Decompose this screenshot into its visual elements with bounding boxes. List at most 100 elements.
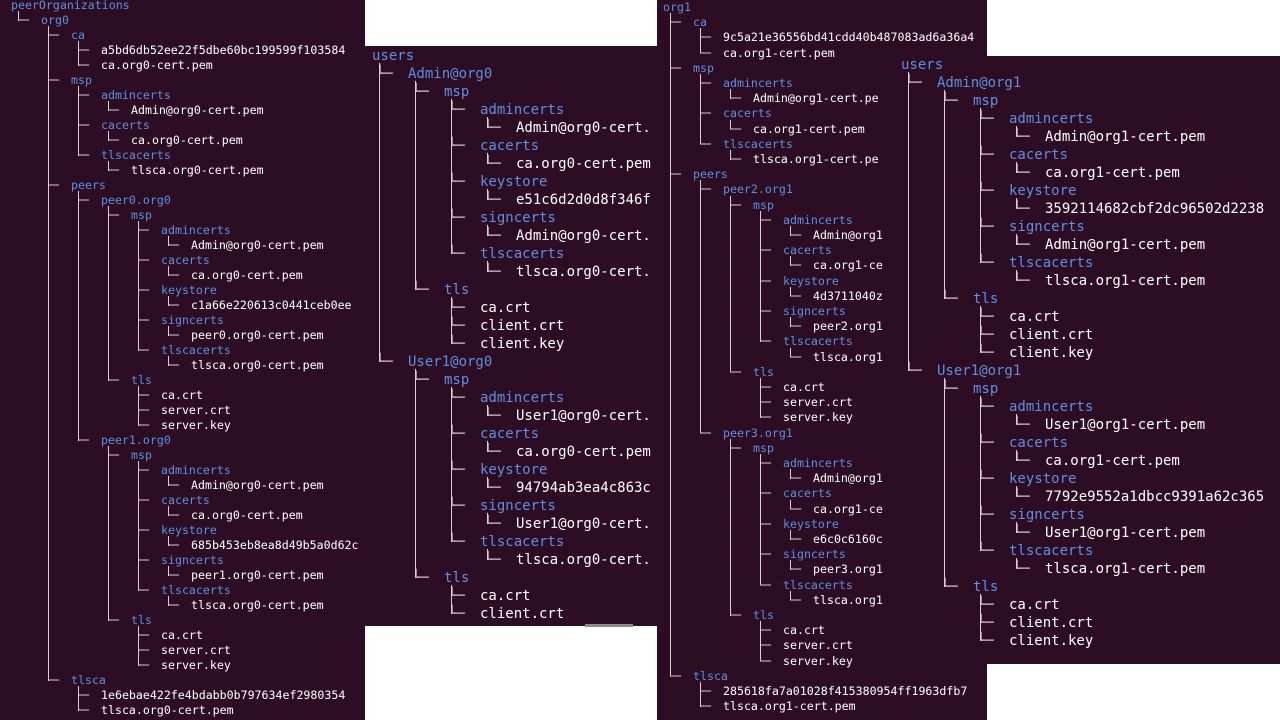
tree-guide-line <box>790 590 791 601</box>
tree-guide-line <box>487 477 488 488</box>
file-name: ca.crt <box>783 623 825 638</box>
tree-guide-line <box>1016 126 1017 137</box>
tree-guide-line <box>760 210 761 342</box>
tree-branch-connector: └─ <box>376 66 402 82</box>
file-name: a5bd6db52ee22f5dbe60bc199599f103584 <box>101 43 346 57</box>
tree-guide-line <box>760 378 761 418</box>
tree-branch-connector: └─ <box>1013 273 1039 289</box>
tree-branch-connector: └─ <box>448 300 474 316</box>
tree-branch-connector: └─ <box>977 255 1003 271</box>
file-name: Admin@org0-cert.pem <box>191 238 324 252</box>
tree-guide-line <box>168 326 169 336</box>
file-name: client.key <box>480 336 565 352</box>
file-name: ca.org0-cert.pem <box>516 156 651 172</box>
tree-guide-line <box>487 153 488 164</box>
tree-guide-line <box>168 356 169 366</box>
directory-name: peer3.org1 <box>723 425 793 440</box>
file-name: server.key <box>161 658 231 672</box>
tree-guide-line <box>790 317 791 327</box>
file-name: Admin@org1-cert.pem <box>1045 237 1206 253</box>
directory-name: keystore <box>480 174 548 190</box>
directory-name: tls <box>131 613 152 627</box>
directory-name: tlscacerts <box>723 136 793 151</box>
directory-name: keystore <box>1009 471 1077 487</box>
tree-guide-line <box>730 195 731 373</box>
directory-name: peers <box>693 167 728 182</box>
directory-name: msp <box>444 84 470 100</box>
file-name: ca.org0-cert.pem <box>516 444 651 460</box>
file-name: client.crt <box>480 606 565 622</box>
tree-guide-line <box>1016 198 1017 209</box>
tree-branch-connector: └─ <box>977 399 1003 415</box>
tree-branch-connector: └─ <box>1013 561 1039 577</box>
tree-branch-connector: └─ <box>941 579 967 595</box>
tree-branch-connector: └─ <box>977 345 1003 361</box>
file-name: c1a66e220613c0441ceb0ee <box>191 298 352 312</box>
directory-name: tlsca <box>71 673 106 687</box>
file-name: e6c0c6160c <box>813 532 883 546</box>
tree-guide-line <box>138 386 139 426</box>
tree-branch-connector: └─ <box>1013 237 1039 253</box>
tree-guide-line <box>730 119 731 130</box>
tree-guide-line <box>1016 486 1017 497</box>
directory-name: signcerts <box>1009 219 1085 235</box>
tree-guide-line <box>168 596 169 606</box>
directory-name: msp <box>131 208 152 222</box>
file-name: client.crt <box>480 318 565 334</box>
tree-guide-line <box>18 11 19 21</box>
file-name: User1@org0-cert. <box>516 516 651 532</box>
directory-name: tlscacerts <box>101 148 171 162</box>
file-name: tlsca.org0-cert. <box>516 264 651 280</box>
directory-name: tlscacerts <box>161 583 231 597</box>
directory-name: peers <box>71 178 106 192</box>
directory-name: msp <box>444 372 470 388</box>
tree-branch-connector: └─ <box>448 102 474 118</box>
tree-guide-line <box>790 347 791 358</box>
directory-name: tls <box>973 291 999 307</box>
file-name: Admin@org1-cert.pe <box>753 91 879 106</box>
file-name: ca.org0-cert.pem <box>131 133 243 147</box>
directory-name: cacerts <box>1009 435 1069 451</box>
tree-guide-line <box>790 530 791 540</box>
tree-guide-line <box>168 236 169 246</box>
tree-branch-connector: └─ <box>1013 129 1039 145</box>
directory-name: signcerts <box>783 304 846 318</box>
tree-guide-line <box>487 513 488 524</box>
directory-name: cacerts <box>161 493 210 507</box>
tree-guide-line <box>730 150 731 160</box>
tree-branch-connector: └─ <box>905 75 931 91</box>
tree-branch-connector: └─ <box>1013 417 1039 433</box>
directory-name: peer2.org1 <box>723 182 793 197</box>
tree-branch-connector: └─ <box>448 426 474 442</box>
tree-guide-line <box>168 476 169 486</box>
directory-name: org1 <box>663 0 691 14</box>
directory-name: cacerts <box>480 426 540 442</box>
tree-guide-line <box>451 99 452 254</box>
tree-guide-line <box>944 378 945 587</box>
tree-guide-line <box>700 74 701 145</box>
file-name: tlsca.org1-cert.pem <box>723 699 856 714</box>
directory-name: ca <box>71 28 85 42</box>
tree-branch-connector: └─ <box>448 498 474 514</box>
tree-guide-line <box>1016 270 1017 281</box>
tree-guide-line <box>168 296 169 306</box>
tree-guide-line <box>980 108 981 263</box>
directory-name: cacerts <box>161 253 210 267</box>
tree-guide-line <box>980 306 981 353</box>
tree-guide-line <box>790 499 791 510</box>
file-name: ca.crt <box>480 588 531 604</box>
tree-guide-line <box>168 566 169 576</box>
tree-branch-connector: └─ <box>484 156 510 172</box>
file-name: server.crt <box>161 643 231 657</box>
file-name: ca.org1-ce <box>813 258 883 273</box>
directory-name: cacerts <box>723 106 772 121</box>
tree-branch-connector: └─ <box>412 282 438 298</box>
tree-branch-connector: └─ <box>448 462 474 478</box>
tree-branch-connector: └─ <box>1013 453 1039 469</box>
tree-guide-line <box>980 396 981 551</box>
tree-guide-line <box>790 469 791 479</box>
file-name: 9c5a21e36556bd41cdd40b487083ad6a36a4 <box>723 30 975 45</box>
file-name: Admin@org1-cert.pem <box>1045 129 1206 145</box>
tree-guide-line <box>451 585 452 614</box>
tree-branch-connector: └─ <box>376 354 402 370</box>
